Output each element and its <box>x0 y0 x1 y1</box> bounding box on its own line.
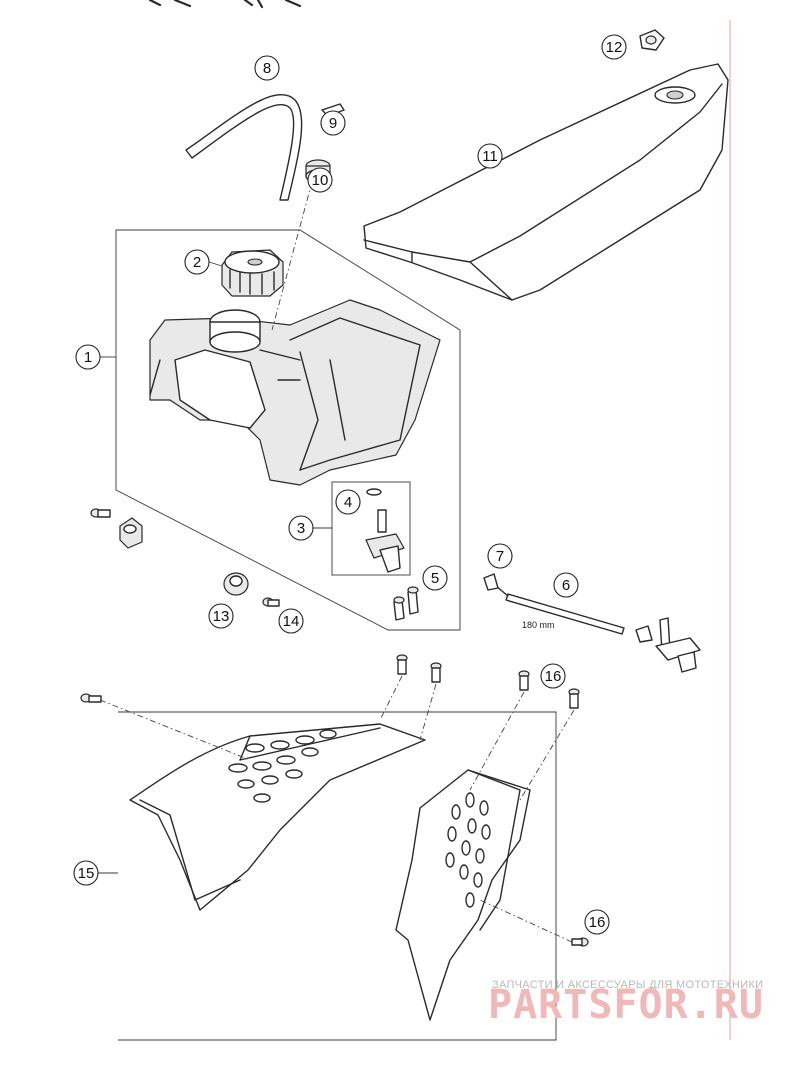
callout-8: 8 <box>254 55 280 81</box>
callout-4: 4 <box>335 489 361 515</box>
hose-clamps <box>483 573 653 643</box>
callout-1: 1 <box>75 344 101 370</box>
callout-number: 15 <box>78 865 95 882</box>
fuel-line-length-label: 180 mm <box>522 620 555 630</box>
tank-group-frame <box>115 229 461 631</box>
callout-16: 16 <box>584 909 610 935</box>
tank-mount-bolt <box>90 508 143 549</box>
watermark-brand: PARTSFOR.RU <box>488 982 764 1028</box>
callout-6: 6 <box>553 572 579 598</box>
watermark-tagline: ЗАПЧАСТИ И АКСЕССУАРЫ ДЛЯ МОТОТЕХНИКИ <box>492 979 763 991</box>
spoiler-leaders <box>99 675 575 943</box>
callout-number: 8 <box>263 60 271 77</box>
callout-3: 3 <box>288 515 314 541</box>
callout-number: 12 <box>606 39 623 56</box>
left-spoiler <box>129 723 426 911</box>
spoiler-group-frame <box>118 711 557 1041</box>
seat-bushing <box>639 29 665 51</box>
callout-number: 2 <box>193 254 201 271</box>
rubber-bushing <box>223 572 249 596</box>
leader-line <box>271 181 313 331</box>
callout-9: 9 <box>320 110 346 136</box>
callout-number: 4 <box>344 494 352 511</box>
callout-number: 7 <box>496 548 504 565</box>
callout-15: 15 <box>73 860 99 886</box>
callout-number: 13 <box>213 608 230 625</box>
callout-7: 7 <box>487 543 513 569</box>
callout-16: 16 <box>540 663 566 689</box>
callout-5: 5 <box>422 565 448 591</box>
cropped-caption-remnant <box>148 0 302 9</box>
callout-number: 5 <box>431 570 439 587</box>
callout-number: 14 <box>283 613 300 630</box>
callout-number: 3 <box>297 520 305 537</box>
callout-number: 10 <box>312 172 329 189</box>
breather-hose <box>185 93 303 201</box>
callout-number: 6 <box>562 577 570 594</box>
callout-number: 16 <box>589 914 606 931</box>
spoiler-bolts <box>80 654 589 947</box>
fuel-tank <box>149 299 441 486</box>
callout-10: 10 <box>307 167 333 193</box>
callout-12: 12 <box>601 34 627 60</box>
callout-13: 13 <box>208 603 234 629</box>
callout-number: 1 <box>84 349 92 366</box>
callout-number: 9 <box>329 115 337 132</box>
seat <box>363 63 729 301</box>
callout-number: 11 <box>482 148 498 165</box>
callout-2: 2 <box>184 249 210 275</box>
bushing-bolt <box>262 597 280 607</box>
callout-leader <box>208 261 223 267</box>
callout-14: 14 <box>278 608 304 634</box>
tap-screws <box>393 586 419 621</box>
fuel-tap <box>365 488 405 573</box>
fuel-tap-outline <box>655 617 701 673</box>
callout-11: 11 <box>477 143 503 169</box>
callout-number: 16 <box>545 668 562 685</box>
fuel-tap-group-frame <box>331 481 411 576</box>
fuel-cap <box>221 249 284 297</box>
right-spoiler <box>395 769 531 1021</box>
